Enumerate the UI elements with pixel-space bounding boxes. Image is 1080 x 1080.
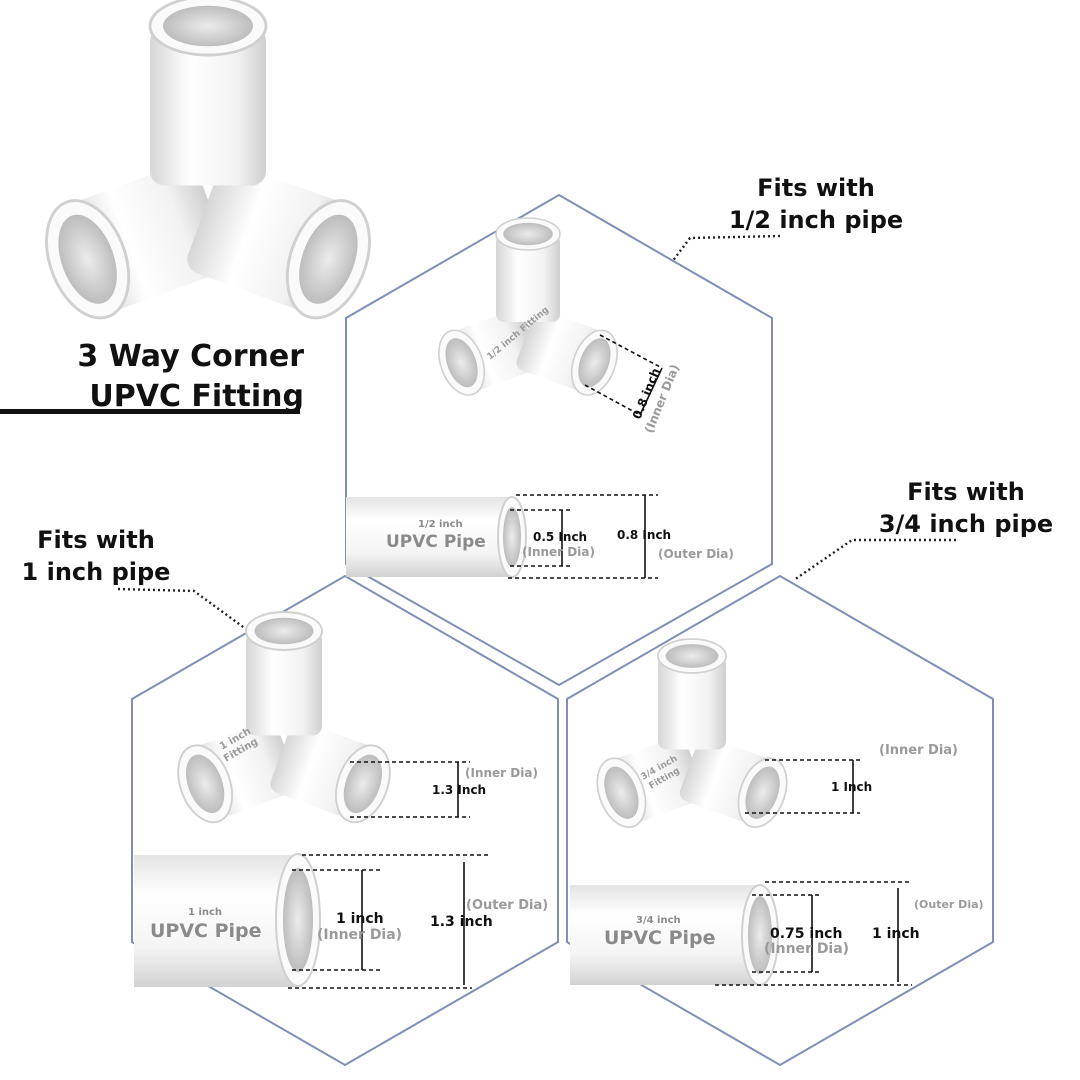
tq-pipe-image — [570, 884, 779, 986]
title-line-1: 3 Way Corner — [77, 339, 304, 374]
one-pipe-size: 1 inch — [188, 907, 222, 918]
tq-fitting-dim-note: (Inner Dia) — [879, 743, 958, 758]
one-fitting-dim: 1.3 Inch — [432, 783, 486, 797]
half-callout-line — [671, 234, 781, 263]
title-line-2: UPVC Fitting — [89, 379, 304, 414]
half-fitting-image — [429, 217, 627, 403]
tq-outer-dim: 1 inch — [872, 926, 920, 942]
hexagon-three-quarter-inch — [566, 574, 994, 1067]
tq-fits-line-2: 3/4 inch pipe — [879, 510, 1053, 538]
tq-outer-note: (Outer Dia) — [914, 898, 984, 911]
one-fits-line-1: Fits with — [37, 526, 155, 554]
one-callout-line — [117, 587, 251, 633]
one-fitting-image — [167, 611, 401, 831]
hexagon-half-inch — [345, 193, 773, 687]
half-pipe-size: 1/2 inch — [418, 519, 463, 530]
one-pipe-label: UPVC Pipe — [150, 920, 262, 942]
half-pipe-label: UPVC Pipe — [386, 532, 486, 552]
tq-pipe-size: 3/4 inch — [636, 915, 681, 926]
half-fits-line-2: 1/2 inch pipe — [729, 206, 903, 234]
one-fitting-dim-note: (Inner Dia) — [465, 766, 538, 780]
tq-fitting-dim: 1 Inch — [831, 780, 872, 794]
tq-inner-dim: 0.75 inch — [770, 926, 842, 942]
hexagon-one-inch — [131, 574, 559, 1067]
half-fits-line-1: Fits with — [757, 174, 875, 202]
one-inner-dim: 1 inch — [336, 911, 384, 927]
half-fitting-dim-tick — [639, 367, 663, 416]
one-outer-dim: 1.3 inch — [430, 914, 493, 930]
half-outer-note: (Outer Dia) — [658, 547, 734, 561]
tq-fits-line-1: Fits with — [907, 478, 1025, 506]
tq-inner-note: (Inner Dia) — [764, 941, 849, 957]
half-outer-dim: 0.8 Inch — [617, 528, 671, 542]
half-pipe-image — [346, 496, 527, 578]
half-fitting-dim-line-bottom — [584, 384, 641, 416]
half-inner-dim: 0.5 Inch — [533, 530, 587, 544]
one-fits-line-2: 1 inch pipe — [22, 558, 171, 586]
half-fitting-dim-line-top — [599, 334, 663, 369]
one-pipe-image — [134, 853, 321, 987]
one-outer-note: (Outer Dia) — [466, 898, 548, 913]
half-inner-note: (Inner Dia) — [522, 545, 595, 559]
tq-pipe-label: UPVC Pipe — [604, 927, 716, 949]
main-product-image — [29, 0, 387, 331]
one-inner-note: (Inner Dia) — [317, 927, 402, 943]
tq-callout-line — [793, 538, 956, 581]
title-underline — [0, 409, 300, 414]
